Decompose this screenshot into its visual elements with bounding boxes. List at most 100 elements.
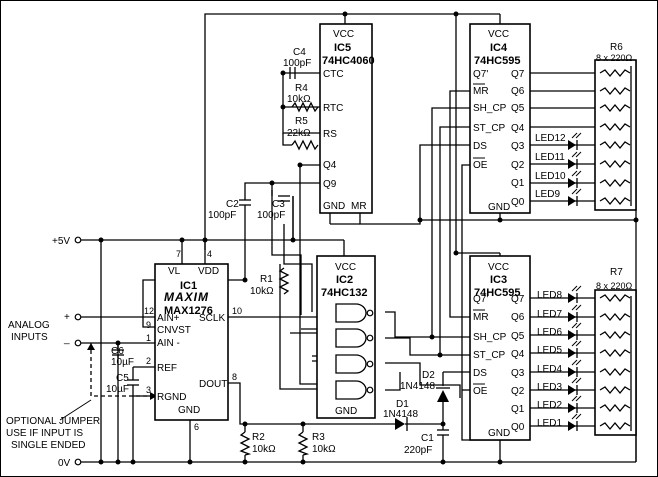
ic5-q9: Q9: [323, 179, 337, 190]
ic4-pin-q2: Q2: [511, 160, 525, 171]
led-ray-2: [575, 359, 582, 366]
ic4-pin-stcp: ST_CP: [473, 123, 506, 134]
ic4-74hc595: VCC IC4 74HC595 Q7' MR SH_CP ST_CP DS OE…: [469, 23, 531, 214]
led-7: [568, 322, 582, 340]
ic3-pin-q7s: Q7': [473, 294, 488, 305]
led-ray-1: [571, 188, 578, 195]
r7-element-2: [599, 330, 631, 340]
led-label-12: LED12: [535, 133, 566, 144]
led-ray-2: [575, 377, 582, 384]
c2-capacitor: C2 100pF: [208, 199, 251, 221]
r1-resistor: R1 10kΩ: [250, 267, 290, 297]
c1-ref: C1: [421, 433, 434, 444]
r7-element-6: [599, 403, 631, 413]
led-ray-2: [575, 188, 582, 195]
led-ray-1: [571, 151, 578, 158]
led-ray-2: [575, 304, 582, 311]
ic5-rs: RS: [323, 129, 337, 140]
led-label-7: LED7: [537, 309, 562, 320]
r7-element-7: [599, 421, 631, 431]
r3-resistor: R3 10kΩ: [297, 431, 336, 456]
r6-element-5: [599, 159, 631, 169]
led-1: [568, 132, 582, 150]
r2-ref: R2: [252, 432, 265, 443]
ic5-ctc: CTC: [323, 69, 344, 80]
led-label-10: LED10: [535, 171, 566, 182]
ic1-cnvst: CNVST: [157, 325, 191, 336]
junctions: [98, 11, 639, 465]
r3-ref: R3: [312, 432, 325, 443]
ic3-pin-q1: Q1: [511, 404, 525, 415]
c6-ref: C6: [111, 346, 124, 357]
led-ray-1: [571, 413, 578, 420]
ic5-vcc: VCC: [333, 29, 354, 40]
ic1-vl: VL: [168, 266, 181, 277]
r6-network: R6 8 x 220Ω: [594, 42, 637, 211]
r7-ref: R7: [610, 267, 623, 278]
ic4-pin-q3: Q3: [511, 141, 525, 152]
ic1-name: IC1: [180, 280, 197, 292]
r5-ref: R5: [295, 116, 308, 127]
ic1-pin6: 6: [194, 422, 199, 432]
ic3-74hc595: VCC IC3 74HC595 Q7' MR SH_CP ST_CP DS OE…: [469, 255, 531, 441]
note-line-2: USE IF INPUT IS: [6, 428, 83, 439]
r6-ref: R6: [610, 42, 623, 53]
ic3-pin-mr: MR: [473, 312, 489, 323]
led-triangle: [568, 178, 576, 188]
note-line-1: OPTIONAL JUMPER: [6, 416, 100, 427]
zero-volt-label: 0V: [58, 458, 71, 469]
r6-element-1: [599, 86, 631, 96]
c6-capacitor: C6 10µF: [111, 346, 134, 370]
led-ray-1: [571, 132, 578, 139]
ic3-pin-q5: Q5: [511, 331, 525, 342]
ic1-dout: DOUT: [199, 379, 227, 390]
rail-labels: +5V 0V + _ ANALOG INPUTS OPTIONAL JUMPER…: [6, 236, 100, 469]
c5-value: 10µF: [106, 384, 129, 395]
r5-value: 22kΩ: [287, 128, 311, 139]
ic2-gnd: GND: [335, 406, 357, 417]
r2-resistor: R2 10kΩ: [239, 431, 276, 456]
led-5: [568, 285, 582, 303]
ic4-part: 74HC595: [474, 55, 520, 67]
led-ray-1: [571, 395, 578, 402]
led-ray-1: [571, 170, 578, 177]
r2-value: 10kΩ: [252, 444, 276, 455]
r4-value: 10kΩ: [287, 94, 311, 105]
r6-element-7: [599, 196, 631, 206]
analog-label-2: INPUTS: [11, 332, 48, 343]
ic4-pin-q7s: Q7': [473, 69, 488, 80]
led-triangle: [568, 196, 576, 206]
led-triangle: [568, 367, 576, 377]
led-label-1: LED1: [537, 418, 562, 429]
d2-ref: D2: [422, 370, 435, 381]
ic1-pin2: 2: [146, 356, 151, 366]
r7-element-3: [599, 348, 631, 358]
ic4-pin-shcp: SH_CP: [473, 103, 507, 114]
r7-element-0: [599, 293, 631, 303]
ic1-ainp: AIN+: [157, 313, 180, 324]
r6-element-6: [599, 178, 631, 188]
ic3-pin-q2: Q2: [511, 386, 525, 397]
led-6: [568, 304, 582, 322]
c3-capacitor: C3 100pF: [257, 183, 290, 221]
r7-value: 8 x 220Ω: [596, 281, 633, 291]
led-triangle: [568, 293, 576, 303]
r1-ref: R1: [260, 274, 273, 285]
ic1-pin12: 12: [144, 306, 154, 316]
led-ray-1: [571, 285, 578, 292]
ic1-pin1: 1: [146, 333, 151, 343]
d1-ref: D1: [396, 399, 409, 410]
ic5-name: IC5: [334, 42, 351, 54]
led-label-11: LED11: [535, 152, 565, 163]
ic1-ref: REF: [157, 363, 177, 374]
r1-value: 10kΩ: [250, 286, 274, 297]
d1-diode: D1 1N4148: [383, 399, 418, 431]
led-ray-2: [575, 170, 582, 177]
d2-value: 1N4148: [400, 381, 435, 392]
ic1-pin10: 10: [232, 306, 242, 316]
r7-network: R7 8 x 220Ω: [594, 267, 637, 436]
ic3-vcc: VCC: [488, 262, 509, 273]
ic3-pin-shcp: SH_CP: [473, 332, 507, 343]
ic1-pin8: 8: [232, 372, 237, 382]
